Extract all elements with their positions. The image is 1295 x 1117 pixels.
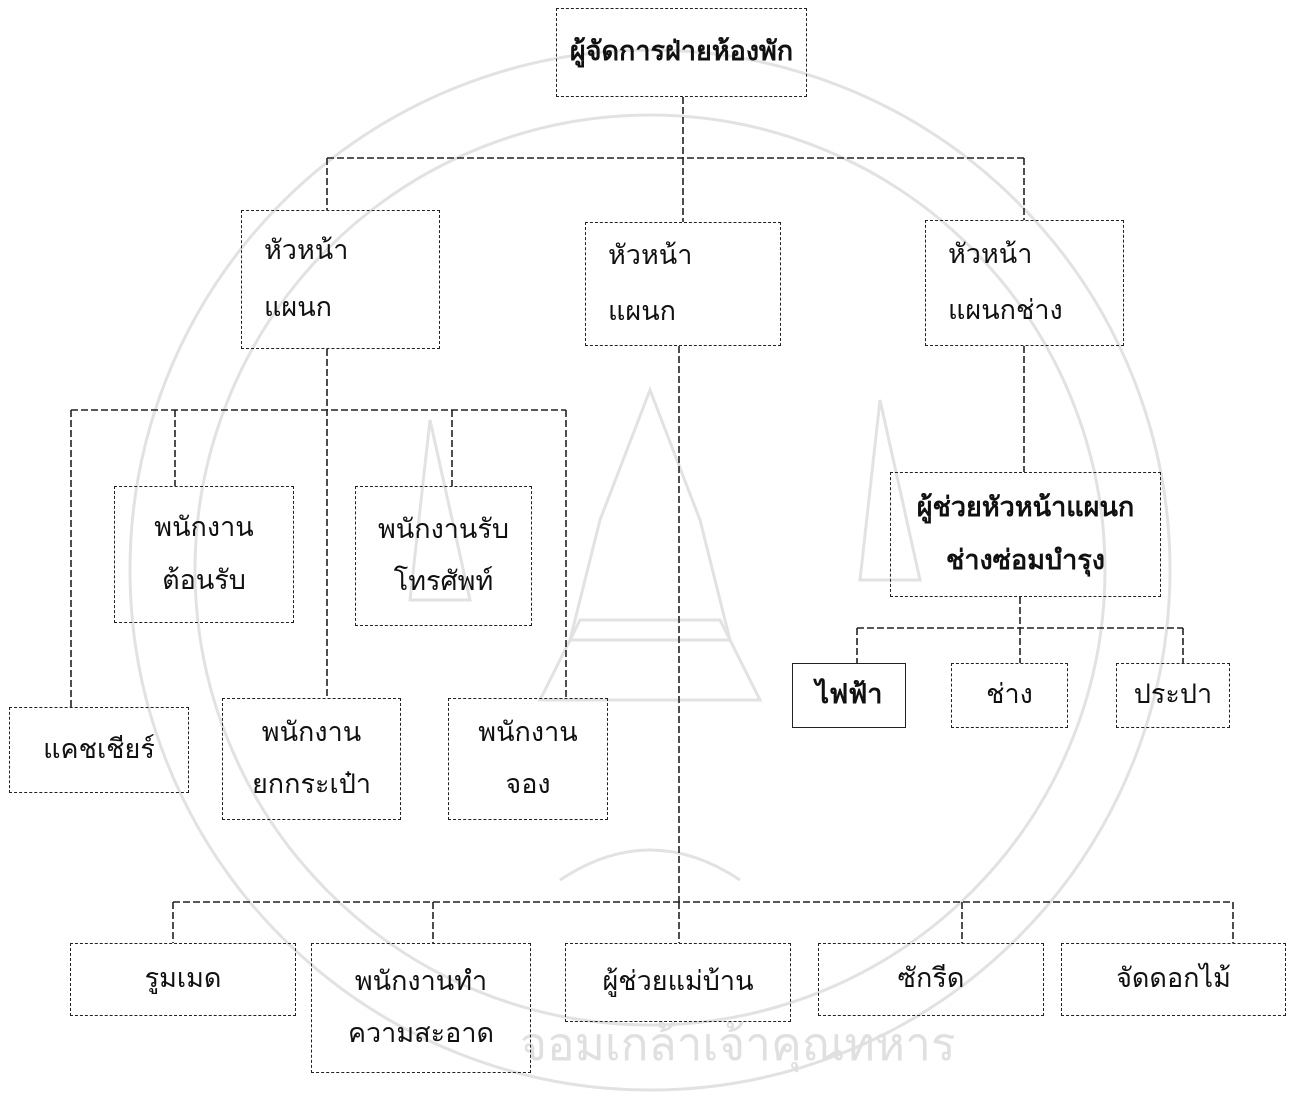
node-label: ช่าง	[986, 679, 1033, 711]
node-plumber: ประปา	[1116, 663, 1230, 728]
node-label-line-1: ผู้ช่วยหัวหน้าแผนก	[916, 492, 1135, 524]
node-room-maid: รูมเมด	[70, 943, 296, 1016]
node-label: ซักรีด	[897, 963, 965, 995]
node-label: ผู้จัดการฝ่ายห้องพัก	[569, 36, 794, 68]
node-assistant-engineering-head: ผู้ช่วยหัวหน้าแผนก ช่างซ่อมบำรุง	[890, 472, 1161, 597]
node-cleaner: พนักงานทำ ความสะอาด	[311, 943, 531, 1073]
node-label-line-1: หัวหน้า	[608, 239, 693, 271]
node-label-line-1: พนักงานทำ	[354, 965, 488, 997]
node-label-line-1: พนักงานรับ	[377, 513, 510, 545]
node-label: ประปา	[1133, 679, 1213, 711]
node-label-line-1: หัวหน้า	[264, 235, 349, 267]
node-laundry: ซักรีด	[818, 943, 1044, 1016]
node-label-line-2: ต้อนรับ	[162, 564, 246, 596]
node-label: ผู้ช่วยแม่บ้าน	[602, 966, 754, 998]
node-label: รูมเมด	[144, 963, 222, 995]
node-cashier: แคชเชียร์	[9, 707, 189, 793]
node-label-line-2: ความสะอาด	[347, 1018, 495, 1049]
node-bellboy: พนักงาน ยกกระเป๋า	[222, 698, 401, 820]
node-label-line-2: ยกกระเป๋า	[251, 769, 372, 800]
node-engineering-head: หัวหน้า แผนกช่าง	[925, 220, 1124, 346]
node-electrician: ไฟฟ้า	[792, 663, 906, 728]
watermark-text: จอมเกล้าเจ้าคุณทหาร	[520, 1017, 956, 1073]
node-label: แคชเชียร์	[43, 733, 155, 765]
node-receptionist: พนักงาน ต้อนรับ	[114, 486, 294, 623]
node-label-line-1: พนักงาน	[154, 512, 254, 544]
node-label-line-2: แผนกช่าง	[948, 295, 1063, 326]
node-technician: ช่าง	[951, 663, 1068, 728]
connector-lines	[70, 97, 1234, 943]
node-label-line-2: แผนก	[608, 296, 677, 327]
node-label: ไฟฟ้า	[815, 679, 883, 711]
node-reservation: พนักงาน จอง	[448, 698, 608, 820]
node-label-line-2: โทรศัพท์	[393, 566, 494, 597]
node-label-line-1: พนักงาน	[261, 716, 362, 748]
node-label: จัดดอกไม้	[1116, 963, 1231, 995]
node-label-line-1: พนักงาน	[478, 716, 578, 748]
node-florist: จัดดอกไม้	[1061, 943, 1286, 1016]
node-label-line-2: ช่างซ่อมบำรุง	[946, 544, 1105, 576]
node-front-office-head: หัวหน้า แผนก	[241, 210, 440, 349]
node-assistant-housekeeper: ผู้ช่วยแม่บ้าน	[565, 943, 791, 1022]
node-room-division-manager: ผู้จัดการฝ่ายห้องพัก	[556, 8, 807, 97]
node-label-line-1: หัวหน้า	[948, 238, 1033, 270]
node-label-line-2: จอง	[505, 769, 551, 800]
node-telephone-operator: พนักงานรับ โทรศัพท์	[355, 486, 532, 626]
node-housekeeping-head: หัวหน้า แผนก	[585, 222, 781, 346]
university-seal-watermark: จอมเกล้าเจ้าคุณทหาร	[128, 48, 1172, 1092]
node-label-line-2: แผนก	[264, 291, 333, 323]
